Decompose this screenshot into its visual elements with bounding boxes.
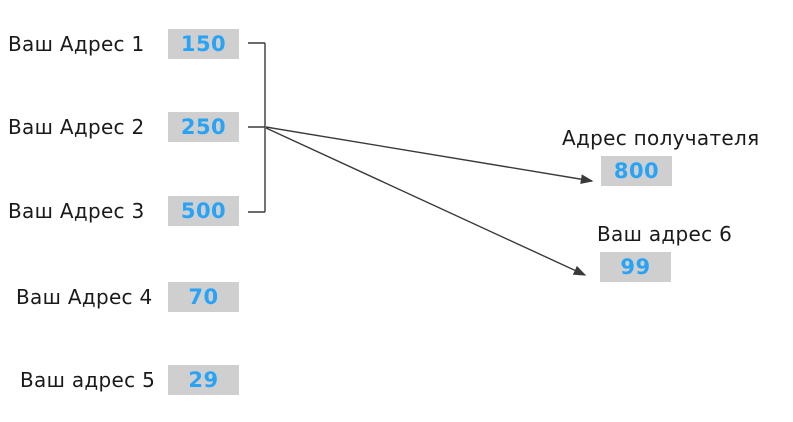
source-row-4: Ваш Адрес 4 70 [16, 282, 248, 312]
source-value-box-5[interactable]: 29 [168, 365, 239, 395]
source-value-box-1[interactable]: 150 [168, 29, 239, 59]
source-value-text-4: 70 [188, 284, 219, 309]
source-value-text-3: 500 [180, 198, 227, 223]
source-value-box-3[interactable]: 500 [168, 196, 239, 226]
source-row-2: Ваш Адрес 2 250 [8, 112, 248, 142]
destination-value-text-1: 800 [613, 158, 660, 183]
source-label-3: Ваш Адрес 3 [8, 199, 145, 223]
source-row-5: Ваш адрес 5 29 [20, 365, 248, 395]
source-label-1: Ваш Адрес 1 [8, 32, 145, 56]
source-value-text-2: 250 [180, 114, 227, 139]
source-value-box-4[interactable]: 70 [168, 282, 239, 312]
destination-group-2: Ваш адрес 6 99 [597, 222, 732, 282]
source-value-box-2[interactable]: 250 [168, 112, 239, 142]
arrow-to-destination-1 [265, 126, 594, 185]
destination-value-box-2[interactable]: 99 [600, 252, 671, 282]
source-label-2: Ваш Адрес 2 [8, 115, 145, 139]
arrow-to-destination-2 [265, 127, 587, 276]
destination-box-wrap-2: 99 [597, 252, 732, 282]
destination-label-1: Адрес получателя [562, 126, 760, 150]
source-row-3: Ваш Адрес 3 500 [8, 196, 248, 226]
destination-value-box-1[interactable]: 800 [601, 156, 672, 186]
destination-value-text-2: 99 [620, 254, 651, 279]
destination-label-2: Ваш адрес 6 [597, 222, 733, 246]
source-value-text-1: 150 [180, 31, 227, 56]
destination-group-1: Адрес получателя 800 [562, 126, 759, 186]
source-label-5: Ваш адрес 5 [20, 368, 156, 392]
source-row-1: Ваш Адрес 1 150 [8, 29, 248, 59]
destination-box-wrap-1: 800 [562, 156, 759, 186]
source-value-text-5: 29 [188, 367, 219, 392]
source-label-4: Ваш Адрес 4 [16, 285, 153, 309]
